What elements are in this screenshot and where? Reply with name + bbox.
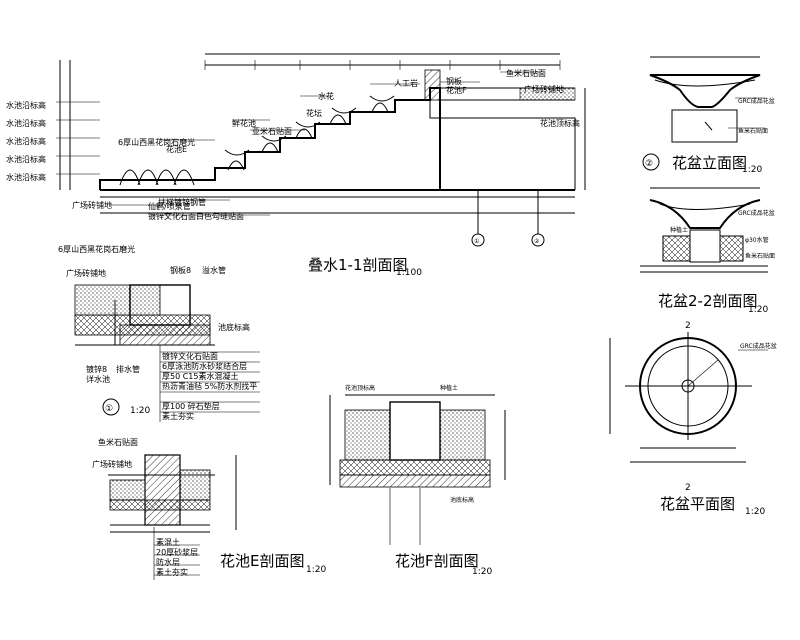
detail-1: ① 1:20 6厚山西黑花岗石磨光 广场砖铺地 钢板8 溢水管 池底标高 排水管… <box>58 244 260 422</box>
layer-label: 镀锌文化石贴面 <box>162 351 218 361</box>
layer-label: 20厚砂浆层 <box>156 547 198 557</box>
detail-label: 排水管 <box>116 364 140 374</box>
layer-label: 素土夯实 <box>162 411 194 421</box>
callout: 镀锌文化石面白色勾缝贴面 <box>148 211 244 221</box>
bed-f-scale: 1:20 <box>472 567 492 577</box>
level-label: 水池沿标高 <box>6 154 46 164</box>
callout: φ30水管 <box>745 236 769 244</box>
detail-label: 广场砖铺地 <box>66 268 106 278</box>
callout: 花坛 <box>306 108 322 118</box>
layer-label: 热沥青油毡 5%防水剂找平 <box>162 381 257 391</box>
callout: 扶梯镀锌钢管 <box>158 197 206 207</box>
layer-label: 6厚泳池防水砂浆结合层 <box>162 361 247 371</box>
level-label: 水池沿标高 <box>6 136 46 146</box>
callout: 鱼米石贴面 <box>745 252 775 260</box>
bed-e-title: 花池E剖面图 <box>220 552 304 570</box>
pot-elevation-title: 花盆立面图 <box>672 154 747 172</box>
callout: 花池F <box>446 85 467 95</box>
axis-mark: ① <box>474 238 479 245</box>
layer-label: 厚100 碎石垫层 <box>162 401 220 411</box>
callout: GRC成品花盆 <box>740 342 777 350</box>
callout: 花池E <box>166 144 187 154</box>
layer-label: 防水层 <box>156 557 180 567</box>
callout: 花池顶标高 <box>540 118 580 128</box>
layer-label: 厚50 C15素水混凝土 <box>162 371 239 381</box>
callout: 6厚山西黑花岗石磨光 <box>118 137 195 147</box>
callout: 鱼米石贴面 <box>506 68 546 78</box>
pot-plan: 2 2 GRC成品花盆 花盆平面图 1:20 <box>609 321 777 517</box>
pot-elevation: GRC成品花盆 鱼米石贴面 ② 花盆立面图 1:20 <box>642 56 775 175</box>
pot-section-scale: 1:20 <box>748 305 768 315</box>
callout: 鲜花池 <box>232 118 256 128</box>
level-label: 水池沿标高 <box>6 100 46 110</box>
callout: 仙鹤/喷泉管 <box>148 201 191 211</box>
callout: GRC成品花盆 <box>738 209 775 217</box>
axis-mark: ② <box>534 238 540 245</box>
pot-plan-scale: 1:20 <box>745 507 765 517</box>
callout: 人工岩 <box>394 78 418 88</box>
detail-label: 镀锌8 <box>86 364 107 374</box>
bed-f-section: 花池顶标高 种植土 池底标高 花池F剖面图 1:20 <box>329 384 506 577</box>
callout: 鱼米石贴面 <box>98 437 138 447</box>
detail-label: 池底标高 <box>218 322 250 332</box>
callout: 池底标高 <box>450 496 474 504</box>
callout: 花池顶标高 <box>345 384 375 392</box>
level-label: 水池沿标高 <box>6 118 46 128</box>
callout: 种植土 <box>440 384 458 392</box>
pot-section: GRC成品花盆 种植土 φ30水管 鱼米石贴面 花盆2-2剖面图 1:20 <box>640 187 775 315</box>
pot-section-title: 花盆2-2剖面图 <box>658 292 758 310</box>
detail-label: 详水池 <box>86 374 110 384</box>
detail-1-number: ① <box>105 404 113 414</box>
callout: 钢板 <box>446 76 462 86</box>
callout: GRC成品花盆 <box>738 97 775 105</box>
callout: 水花 <box>318 91 334 101</box>
level-label: 水池沿标高 <box>6 172 46 182</box>
callout: 种植土 <box>670 226 688 234</box>
detail-label: 6厚山西黑花岗石磨光 <box>58 244 135 254</box>
pot-plan-title: 花盆平面图 <box>660 495 735 513</box>
section-1-1: 水池沿标高 水池沿标高 水池沿标高 水池沿标高 水池沿标高 <box>6 53 586 278</box>
bed-e-section: 鱼米石贴面 广场砖铺地 素混土 20厚砂浆层 防水层 素土夯实 花池E剖面图 1… <box>92 437 326 580</box>
bed-f-title: 花池F剖面图 <box>395 552 479 570</box>
callout: 广场砖铺地 <box>72 200 112 210</box>
detail-label: 溢水管 <box>202 265 226 275</box>
section-1-1-scale: 1:100 <box>396 268 422 278</box>
detail-label: 钢板8 <box>170 265 191 275</box>
detail-1-scale: 1:20 <box>130 406 150 416</box>
pot-elevation-number: ② <box>645 159 653 169</box>
callout: 亚米石贴面 <box>252 126 292 136</box>
section-cut-mark: 2 <box>685 483 691 493</box>
bed-e-scale: 1:20 <box>306 565 326 575</box>
layer-label: 素土夯实 <box>156 567 188 577</box>
callout: 广场砖铺地 <box>92 459 132 469</box>
section-1-1-title: 叠水1-1剖面图 <box>308 256 408 274</box>
callout: 广场砖铺地 <box>524 84 564 94</box>
section-cut-mark: 2 <box>685 321 691 331</box>
callout: 鱼米石贴面 <box>738 127 768 135</box>
layer-label: 素混土 <box>156 537 180 547</box>
pot-elevation-scale: 1:20 <box>742 165 762 175</box>
